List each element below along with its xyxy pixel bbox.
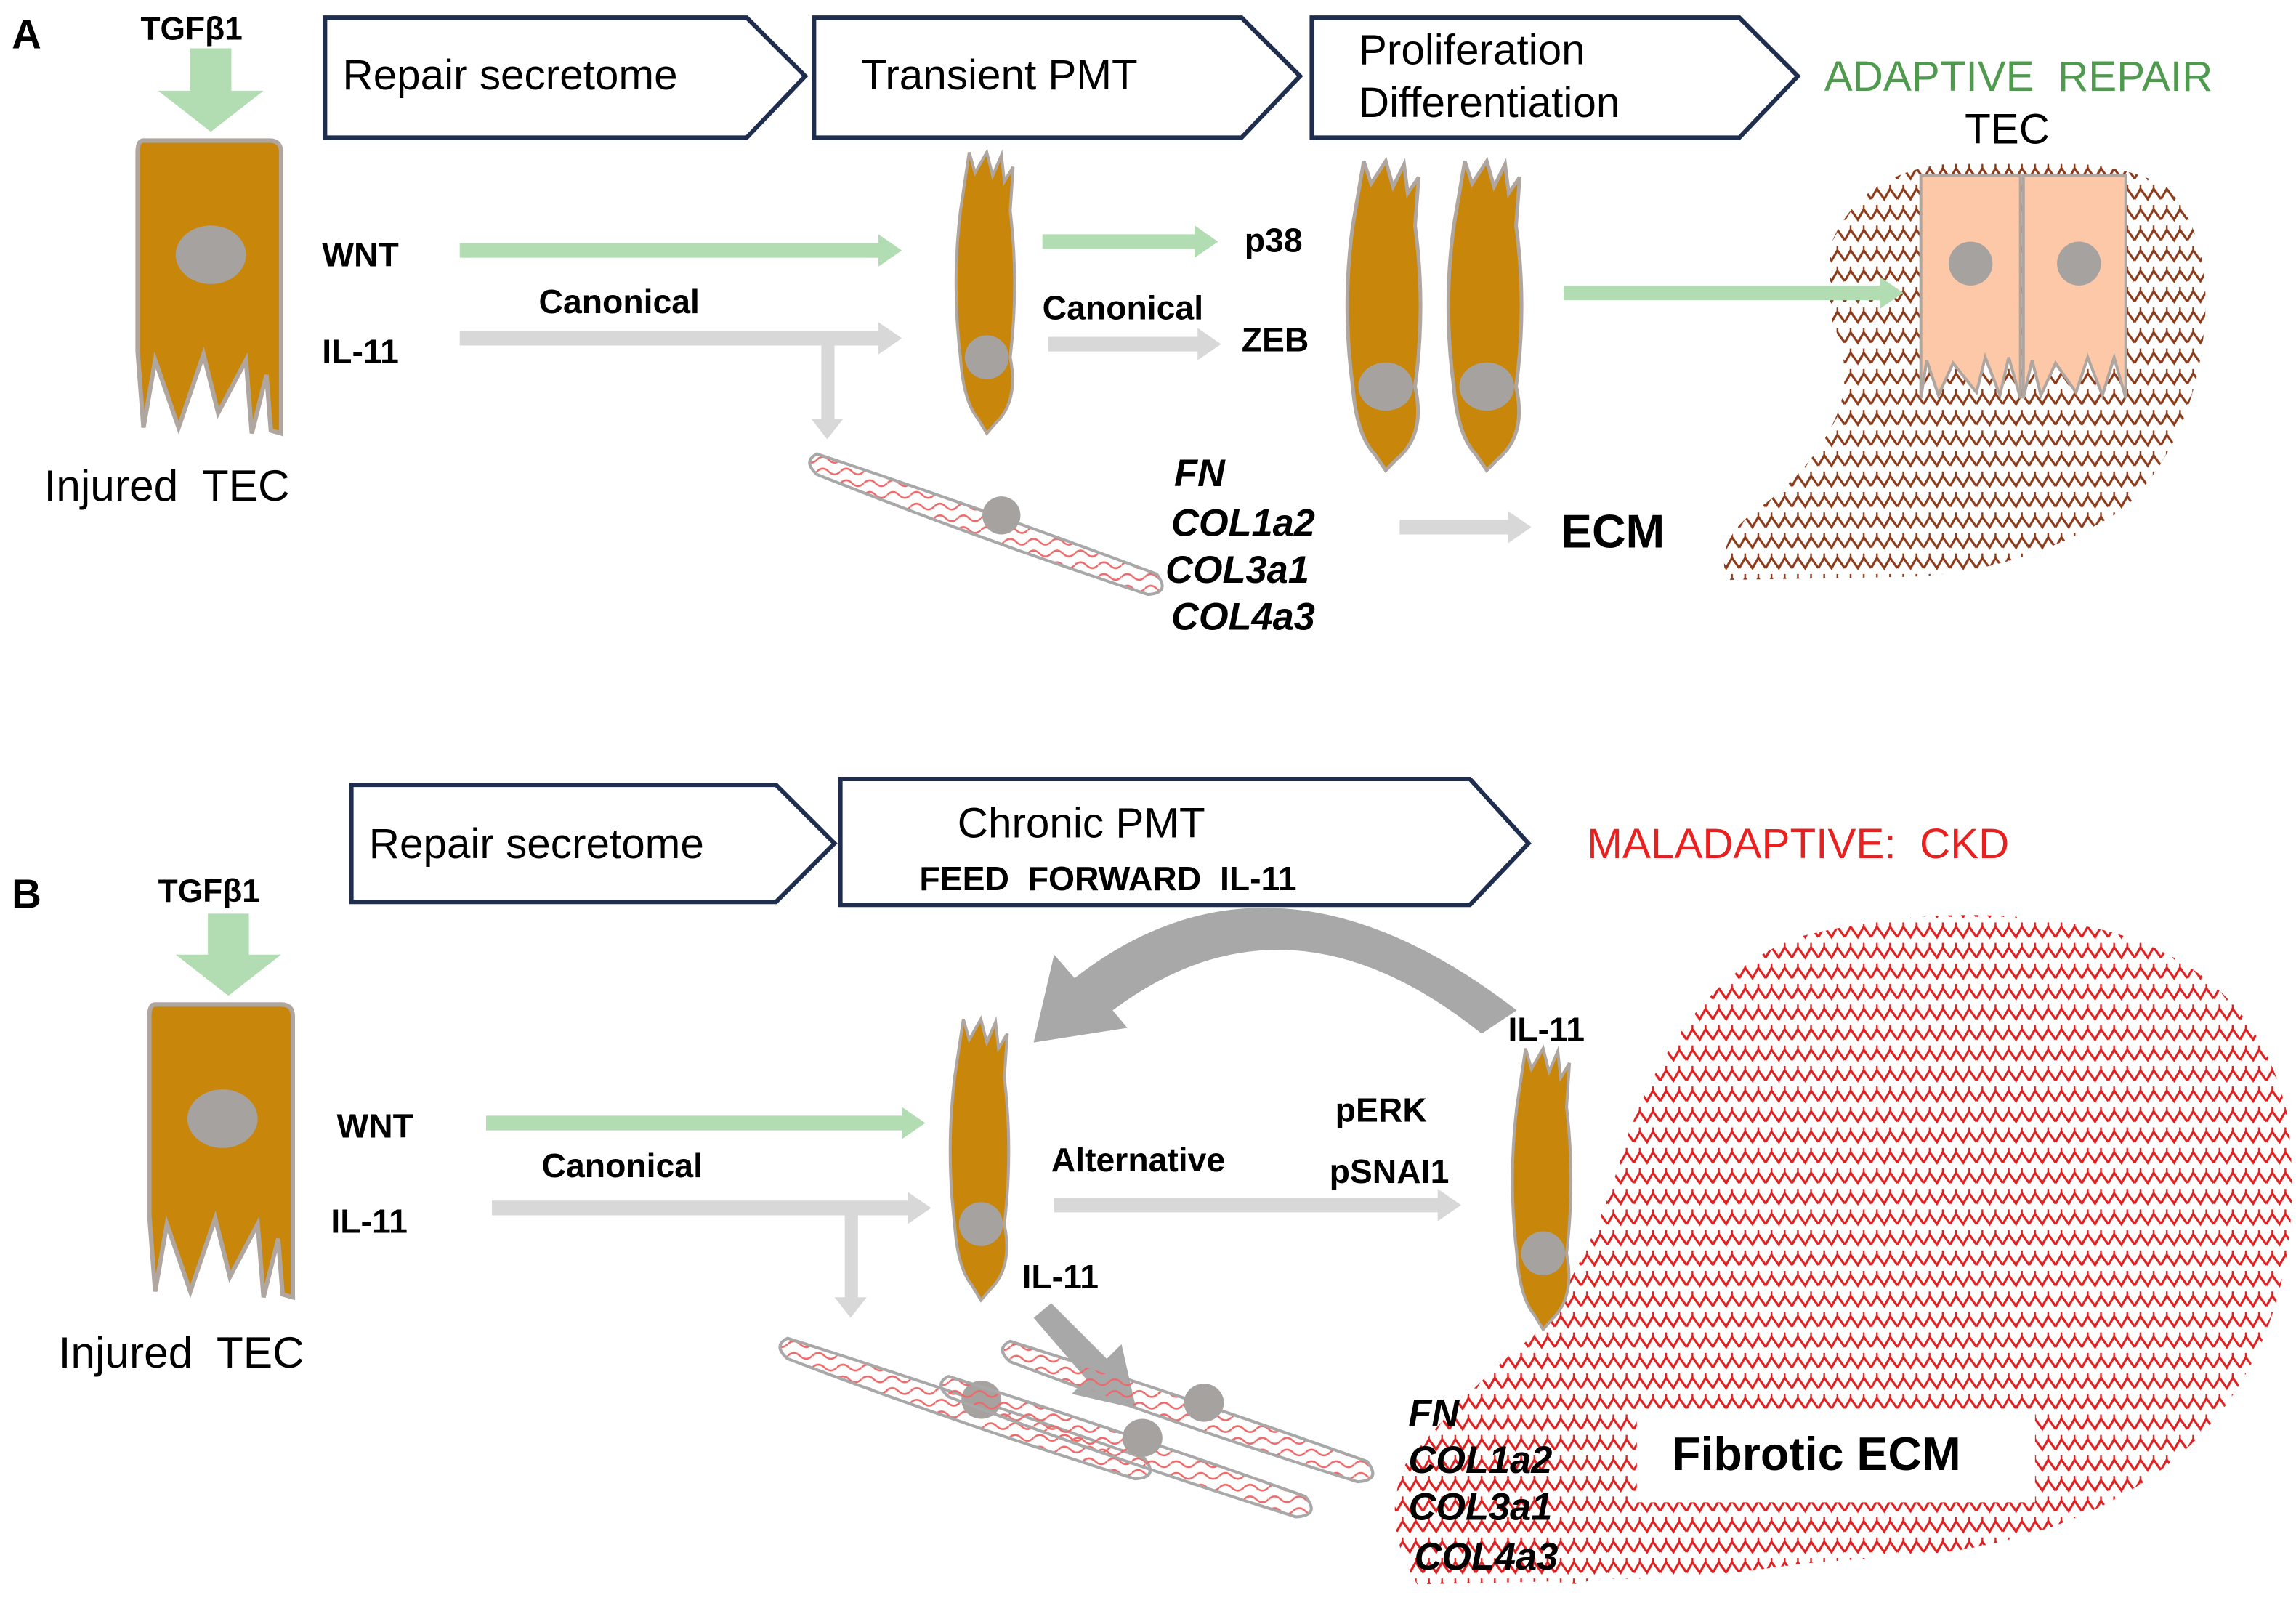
gene-list-b: FN COL1a2 COL3a1 COL4a3 bbox=[1408, 1393, 1558, 1578]
fibrotic-ecm-label: Fibrotic ECM bbox=[1672, 1428, 1961, 1480]
box-label: Repair secretome bbox=[369, 820, 704, 868]
alternative-arrow bbox=[1054, 1189, 1461, 1222]
gene-fn: FN bbox=[1174, 453, 1226, 495]
chevron-box-transient-pmt: Transient PMT bbox=[812, 15, 1303, 140]
fibrotic-ecm-label-bg bbox=[1636, 1408, 2035, 1503]
panel-b-label: B bbox=[12, 871, 41, 916]
ecm-region-fibrotic bbox=[1394, 915, 2292, 1585]
panel-a: A TGFβ1 Repair secretome Transient PMT P… bbox=[12, 11, 2212, 638]
panel-a-label: A bbox=[12, 11, 41, 57]
il11-mid-label: IL-11 bbox=[1022, 1258, 1099, 1296]
chronic-pmt-cell-2 bbox=[1512, 1049, 1571, 1330]
gene-col3a1: COL3a1 bbox=[1165, 549, 1309, 591]
zeb-label: ZEB bbox=[1242, 321, 1309, 359]
chevron-box-repair-secretome-b: Repair secretome bbox=[349, 783, 838, 905]
box-label: Transient PMT bbox=[861, 52, 1138, 99]
box-label-line1: Proliferation bbox=[1359, 27, 1585, 74]
tgf-label-b: TGFβ1 bbox=[158, 873, 260, 909]
chevron-box-proliferation: Proliferation Differentiation bbox=[1309, 15, 1801, 140]
box-sublabel: FEED FORWARD IL-11 bbox=[919, 860, 1296, 897]
proliferating-cell-1 bbox=[1347, 161, 1420, 471]
branch-arrow-a bbox=[811, 345, 844, 440]
mesenchymal-cell-a bbox=[809, 454, 1162, 594]
perk-label: pERK bbox=[1335, 1091, 1428, 1128]
branch-arrow-b bbox=[834, 1215, 867, 1318]
gene-col3a1: COL3a1 bbox=[1408, 1487, 1552, 1529]
proliferating-cell-2 bbox=[1448, 161, 1521, 471]
gene-col4a3: COL4a3 bbox=[1171, 596, 1315, 638]
box-label: Chronic PMT bbox=[958, 800, 1205, 847]
canonical-label-a2: Canonical bbox=[1043, 288, 1203, 326]
tgf-arrow-a bbox=[158, 48, 264, 132]
gene-fn: FN bbox=[1408, 1393, 1460, 1435]
p38-label: p38 bbox=[1245, 222, 1303, 259]
il11-top-label: IL-11 bbox=[1508, 1011, 1585, 1049]
tgf-arrow-b bbox=[175, 913, 281, 996]
panel-b: B TGFβ1 Repair secretome Chronic PMT FEE… bbox=[12, 776, 2292, 1585]
gene-col1a2: COL1a2 bbox=[1171, 502, 1315, 544]
alternative-label: Alternative bbox=[1051, 1141, 1225, 1179]
repaired-tec-pair bbox=[1919, 174, 2127, 400]
wnt-arrow-b bbox=[485, 1107, 926, 1139]
chronic-pmt-cell-1 bbox=[950, 1019, 1009, 1300]
gene-col1a2: COL1a2 bbox=[1408, 1440, 1552, 1482]
canonical-label-b: Canonical bbox=[542, 1147, 703, 1184]
injured-tec-label-a: Injured TEC bbox=[44, 461, 289, 510]
adaptive-repair-label: ADAPTIVE REPAIR bbox=[1824, 53, 2213, 100]
il11-label-a: IL-11 bbox=[322, 333, 399, 371]
gene-col4a3: COL4a3 bbox=[1414, 1536, 1558, 1578]
tec-label: TEC bbox=[1965, 105, 2050, 153]
injured-tec-cell-b bbox=[150, 1004, 293, 1297]
tgf-label-a: TGFβ1 bbox=[140, 11, 242, 47]
canonical-label-a: Canonical bbox=[539, 283, 700, 320]
repair-arrow bbox=[1564, 276, 1904, 310]
psnai1-label: pSNAI1 bbox=[1330, 1152, 1450, 1190]
box-label-line2: Differentiation bbox=[1359, 79, 1620, 126]
transient-pmt-cell bbox=[956, 153, 1015, 434]
il11-label-b: IL-11 bbox=[331, 1203, 408, 1240]
ecm-arrow-a bbox=[1399, 511, 1532, 544]
feed-forward-arc bbox=[1033, 908, 1517, 1043]
il11-arrow-b bbox=[492, 1192, 931, 1224]
wnt-label-a: WNT bbox=[322, 236, 398, 274]
il11-arrow-a bbox=[459, 322, 902, 355]
chevron-box-repair-secretome-a: Repair secretome bbox=[323, 15, 809, 140]
wnt-arrow-a bbox=[459, 234, 902, 267]
chevron-box-chronic-pmt: Chronic PMT FEED FORWARD IL-11 bbox=[838, 776, 1532, 908]
ecm-label-a: ECM bbox=[1561, 506, 1665, 558]
zeb-arrow bbox=[1048, 328, 1221, 360]
wnt-label-b: WNT bbox=[336, 1107, 413, 1145]
box-label: Repair secretome bbox=[343, 52, 678, 99]
gene-list-a: FN COL1a2 COL3a1 COL4a3 bbox=[1165, 453, 1315, 638]
injured-tec-label-b: Injured TEC bbox=[59, 1328, 304, 1377]
maladaptive-label: MALADAPTIVE: CKD bbox=[1587, 820, 2009, 868]
p38-arrow bbox=[1042, 225, 1218, 258]
injured-tec-cell-a bbox=[137, 140, 280, 433]
